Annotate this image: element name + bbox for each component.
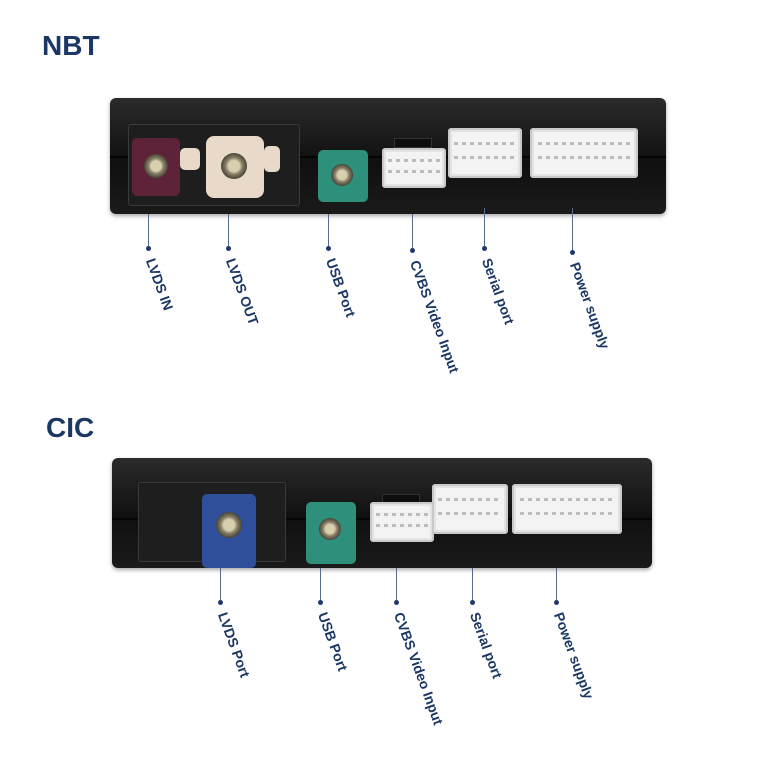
nbt-lvds-out-latch <box>264 146 280 172</box>
nbt-cvbs-leader <box>412 214 413 250</box>
cic-cvbs-label: CVBS Video Input <box>390 610 447 728</box>
nbt-lvds-in-label: LVDS IN <box>142 256 177 313</box>
nbt-cvbs-latch <box>394 138 432 148</box>
cic-usb-label: USB Port <box>314 610 352 674</box>
nbt-lvds-in-dot <box>146 246 151 251</box>
cic-cvbs-dot <box>394 600 399 605</box>
nbt-power-leader <box>572 208 573 252</box>
cic-usb-dot <box>318 600 323 605</box>
cic-serial-dot <box>470 600 475 605</box>
cic-usb-connector <box>306 502 356 564</box>
nbt-usb-dot <box>326 246 331 251</box>
cic-lvds-port-dot <box>218 600 223 605</box>
nbt-interface-box <box>110 98 666 214</box>
nbt-lvds-in-latch <box>180 148 200 170</box>
nbt-usb-connector <box>318 150 368 202</box>
nbt-lvds-out-label: LVDS OUT <box>222 256 262 328</box>
cic-power-leader <box>556 568 557 602</box>
nbt-cvbs-dot <box>410 248 415 253</box>
cic-lvds-port-label: LVDS Port <box>214 610 254 680</box>
nbt-usb-label: USB Port <box>322 256 360 320</box>
cic-power-label: Power supply <box>550 610 598 702</box>
nbt-cvbs-label: CVBS Video Input <box>406 258 463 376</box>
cic-interface-box <box>112 458 652 568</box>
nbt-serial-connector <box>448 128 522 178</box>
nbt-lvds-in-leader <box>148 214 149 248</box>
cic-cvbs-leader <box>396 568 397 602</box>
nbt-power-dot <box>570 250 575 255</box>
nbt-power-connector <box>530 128 638 178</box>
cic-usb-leader <box>320 568 321 602</box>
cic-lvds-port-leader <box>220 568 221 602</box>
nbt-power-label: Power supply <box>566 260 614 352</box>
nbt-section-title: NBT <box>42 30 100 61</box>
nbt-cvbs-connector <box>382 148 446 188</box>
nbt-usb-leader <box>328 214 329 248</box>
cic-cvbs-connector <box>370 502 434 542</box>
nbt-lvds-in-connector <box>132 138 180 196</box>
cic-serial-label: Serial port <box>466 610 506 681</box>
cic-serial-leader <box>472 568 473 602</box>
cic-power-dot <box>554 600 559 605</box>
nbt-lvds-out-leader <box>228 214 229 248</box>
cic-section-title: CIC <box>46 412 95 443</box>
cic-lvds-port-connector <box>202 494 256 568</box>
nbt-serial-dot <box>482 246 487 251</box>
nbt-serial-leader <box>484 208 485 248</box>
cic-serial-connector <box>432 484 508 534</box>
nbt-lvds-out-dot <box>226 246 231 251</box>
nbt-lvds-out-connector <box>206 136 264 198</box>
nbt-serial-label: Serial port <box>478 256 518 327</box>
cic-power-connector <box>512 484 622 534</box>
